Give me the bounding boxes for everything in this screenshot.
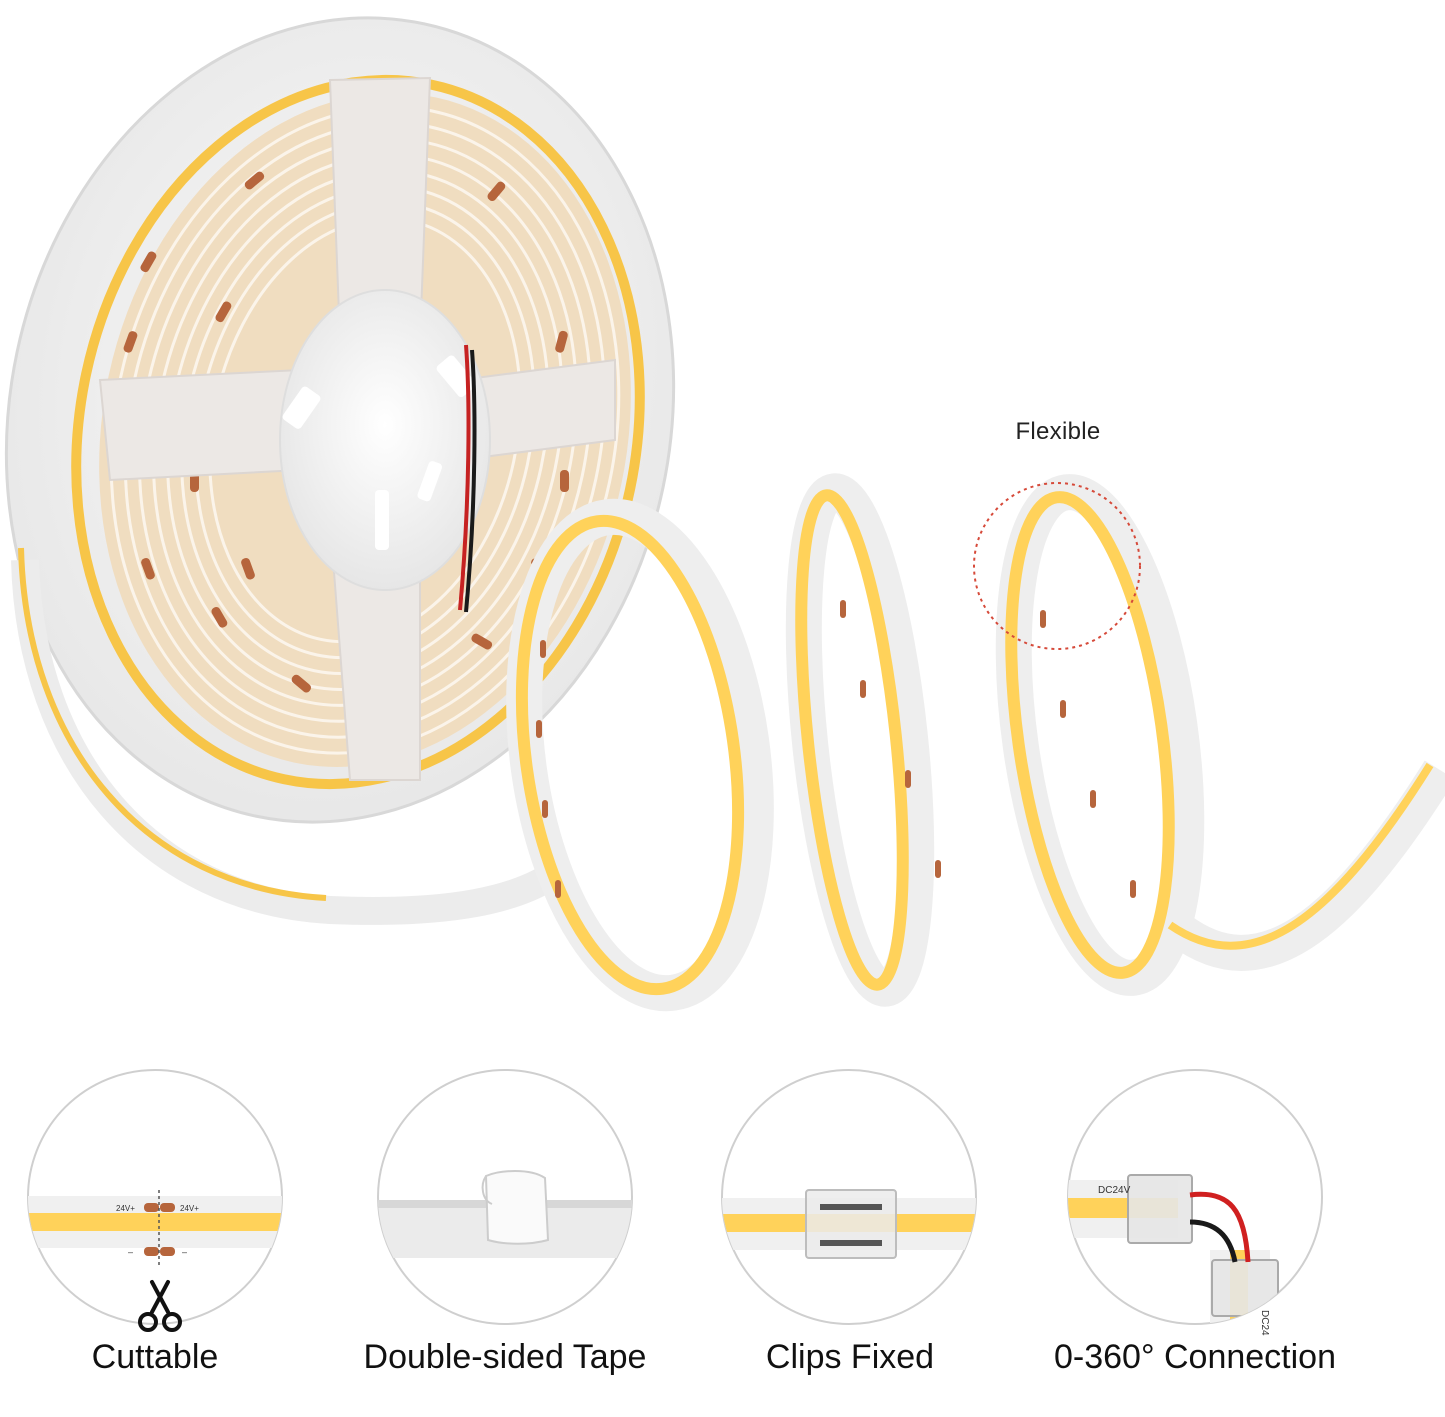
feature-cuttable-circle: 24V+ 24V+ – – — [27, 1069, 283, 1332]
feature-label-clips: Clips Fixed — [765, 1338, 935, 1376]
cut-mark-top-left: 24V+ — [116, 1204, 135, 1213]
feature-label-connection: 0-360° Connection — [1053, 1338, 1336, 1376]
cut-mark-bottom-right: – — [182, 1247, 187, 1257]
feature-label-cuttable: Cuttable — [91, 1338, 219, 1376]
connector-label-top: DC24V — [1098, 1185, 1131, 1196]
feature-connection-circle: DC24V DC24 — [1067, 1069, 1323, 1336]
tape-icon — [484, 1170, 550, 1245]
reel-black-wire — [464, 349, 477, 613]
reel-strip-edge — [71, 74, 645, 790]
connector-label-side: DC24 — [1259, 1310, 1270, 1336]
cut-mark-bottom-left: – — [128, 1247, 133, 1257]
connector-icon — [1127, 1174, 1193, 1244]
cut-mark-top-right: 24V+ — [180, 1204, 199, 1213]
clip-icon — [805, 1189, 897, 1259]
scissors-icon — [138, 1280, 182, 1332]
led-strip-reel — [4, 16, 676, 824]
flexible-label: Flexible — [1015, 418, 1101, 445]
feature-label-tape: Double-sided Tape — [363, 1338, 647, 1376]
feature-clips-circle — [721, 1069, 977, 1325]
strip-copper-pads — [536, 600, 1136, 898]
reel-red-wire — [458, 344, 471, 611]
flexible-highlight-circle — [973, 482, 1141, 650]
unrolled-led-strip — [11, 473, 1445, 1012]
feature-tape-circle — [377, 1069, 633, 1325]
reel-hub — [279, 289, 491, 591]
